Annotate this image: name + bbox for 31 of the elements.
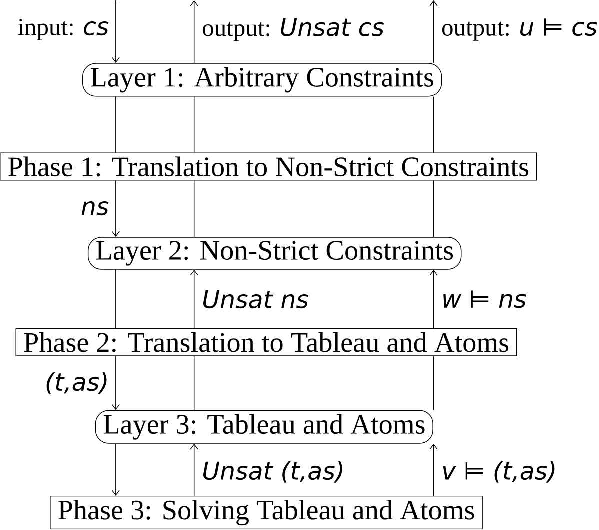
layer-box: Layer 2: Non-Strict Constraints: [88, 237, 462, 270]
arrow: [112, 444, 120, 496]
connector-line: [194, 356, 195, 411]
connector-line: [433, 180, 434, 238]
arrow: [190, 0, 198, 64]
edge-label: Unsat ns: [200, 289, 310, 310]
edge-label: input: cs: [16, 18, 110, 42]
arrow: [112, 180, 120, 238]
arrow: [112, 0, 120, 64]
phase-box: Phase 1: Translation to Non-Strict Constraints: [0, 152, 538, 181]
arrow: [190, 444, 198, 496]
edge-label: w ⊨ ns: [440, 290, 528, 310]
phase-box: Phase 3: Solving Tableau and Atoms: [50, 496, 483, 530]
arrow: [430, 0, 438, 64]
edge-label: Unsat (t,as): [200, 460, 346, 484]
edge-label: ns: [80, 200, 110, 217]
layer-box: Layer 1: Arbitrary Constraints: [82, 63, 442, 97]
arrow: [190, 270, 198, 329]
edge-label: output: Unsat cs: [200, 17, 386, 43]
phase-box: Phase 2: Translation to Tableau and Atoms: [16, 328, 518, 357]
edge-label: v ⊨ (t,as): [440, 460, 558, 484]
connector-line: [194, 96, 195, 154]
arrow: [430, 444, 438, 496]
arrow: [430, 270, 438, 329]
edge-label: output: u ⊨ cs: [440, 18, 599, 42]
layer-box: Layer 3: Tableau and Atoms: [95, 410, 434, 444]
connector-line: [433, 96, 434, 154]
arrow: [112, 356, 120, 410]
edge-label: (t,as): [44, 371, 110, 396]
connector-line: [194, 180, 195, 238]
connector-line: [433, 356, 434, 411]
